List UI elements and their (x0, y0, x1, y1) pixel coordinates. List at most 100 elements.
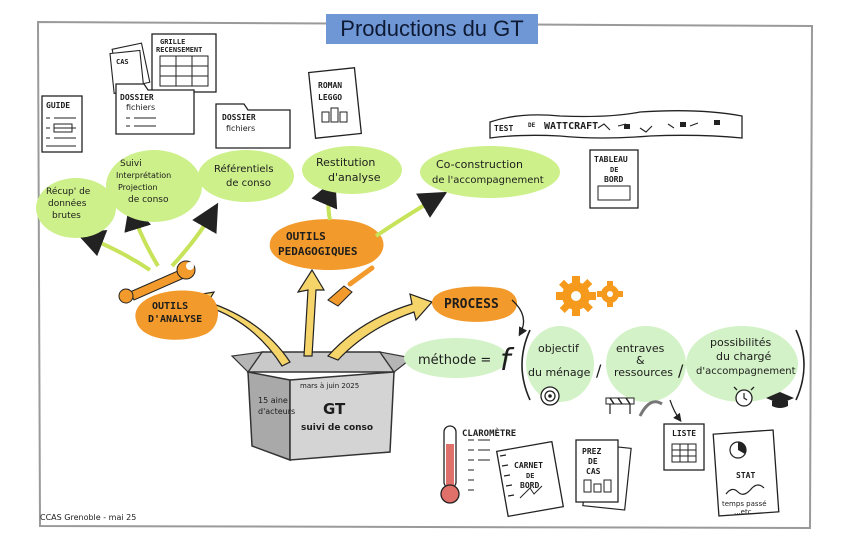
cas-label: CAS (116, 58, 129, 66)
gt-subtitle: suivi de conso (301, 423, 373, 433)
hub-analyse-bubble (135, 290, 218, 340)
liste-document (663, 423, 705, 471)
arrow-ped-to-coconstruction (374, 191, 448, 238)
bubble-coconstruction-line1: Co-construction (436, 158, 523, 171)
objectif-line1: objectif (538, 342, 580, 355)
arrow-analyse-to-referentiels (170, 202, 219, 268)
roman-label-2: LEGGO (318, 93, 342, 102)
gear-small-icon (597, 281, 623, 307)
hub-pedagogiques-line2: PEDAGOGIQUES (278, 245, 357, 258)
graduation-cap-icon (766, 392, 794, 408)
thermometer-icon (440, 425, 490, 504)
entraves-line3: ressources (614, 366, 673, 379)
dossier-folder-1 (115, 83, 195, 135)
bubble-suivi (106, 150, 202, 222)
methode-separator-1: / (596, 361, 602, 380)
target-icon (540, 386, 560, 406)
guide-label: GUIDE (46, 101, 70, 110)
bubble-recup-line1: Récup' de (46, 186, 91, 197)
prez-de-cas-document (575, 439, 632, 511)
prez-label-3: CAS (586, 467, 601, 476)
entraves-bubble (606, 326, 686, 402)
tableau-label-1: TABLEAU (594, 155, 628, 164)
gt-title: GT (323, 400, 346, 418)
methode-label: méthode = (418, 353, 491, 368)
grille-label-2: RECENSEMENT (156, 46, 202, 54)
bubble-recup (36, 178, 116, 238)
objectif-line2: du ménage (528, 366, 591, 379)
stat-note-2: ...etc (734, 508, 752, 516)
arrow-to-liste (669, 399, 682, 423)
grille-label-1: GRILLE (160, 38, 185, 46)
frame-border (36, 20, 814, 530)
gt-date: mars à juin 2025 (300, 382, 359, 390)
road-barrier-icon (605, 397, 663, 417)
test-de-label: DE (528, 122, 536, 129)
methode-open-paren (521, 329, 531, 401)
bubble-recup-line2: données (48, 198, 87, 209)
bubble-restitution (302, 146, 402, 194)
roman-label-1: ROMAN (318, 81, 342, 90)
entraves-line2: & (636, 354, 645, 367)
bubble-restitution-line1: Restitution (316, 156, 375, 169)
bubble-referentiels-line1: Référentiels (214, 163, 274, 175)
bubble-coconstruction-line2: de l'accompagnement (432, 175, 544, 186)
carnet-label-2: DE (526, 472, 534, 480)
signature: CCAS Grenoble - mai 25 (40, 513, 136, 522)
bubble-restitution-line2: d'analyse (328, 171, 381, 184)
carnet-label-3: BORD (520, 481, 539, 490)
hub-pedagogiques-bubble (269, 219, 384, 271)
clarometre-label: CLAROMÈTRE (462, 427, 516, 439)
grille-document (151, 33, 217, 93)
test-label: TEST (494, 124, 513, 133)
hub-analyse-line1: OUTILS (152, 301, 188, 312)
possibilites-bubble (686, 326, 798, 402)
dossier2-label-1: DOSSIER (222, 113, 256, 122)
bubble-suivi-line2: Interprétation (116, 170, 171, 180)
roman-leggo-document (307, 67, 363, 139)
prez-label-1: PREZ (582, 447, 601, 456)
arrow-process-to-methode (511, 299, 528, 337)
methode-separator-2: / (678, 361, 684, 380)
wattcraft-label: WATTCRAFT (544, 121, 598, 132)
bubble-referentiels (198, 150, 294, 202)
gt-side-note-1: 15 aine (258, 396, 288, 405)
stat-label: STAT (736, 471, 755, 480)
tableau-de-bord-document (589, 149, 639, 209)
cas-stack (109, 42, 151, 94)
hub-pedagogiques-line1: OUTILS (286, 230, 326, 243)
bubble-recup-line3: brutes (52, 211, 81, 221)
guide-document (41, 95, 83, 153)
wrench-icon (118, 260, 196, 304)
dossier2-label-2: fichiers (226, 124, 255, 133)
trowel-icon (327, 265, 375, 307)
liste-label: LISTE (672, 429, 696, 438)
objectif-bubble (526, 326, 594, 402)
entraves-line1: entraves (616, 342, 665, 355)
dossier-folder-2 (215, 103, 291, 149)
gear-large-icon (556, 276, 596, 316)
stat-note-1: temps passé (722, 500, 767, 508)
wattcraft-banner (489, 110, 743, 139)
methode-bubble (404, 338, 508, 378)
methode-f: f (500, 343, 515, 378)
gt-box (230, 351, 414, 462)
dossier1-label-1: DOSSIER (120, 93, 154, 102)
carnet-label-1: CARNET (514, 461, 543, 470)
arrow-box-to-pedagogiques (296, 268, 326, 357)
tableau-label-2: DE (610, 166, 618, 174)
bubble-suivi-line4: de conso (128, 195, 169, 205)
hub-process-bubble (431, 286, 518, 322)
methode-close-paren (795, 329, 805, 401)
bubble-suivi-line1: Suivi (120, 159, 142, 169)
prez-label-2: DE (588, 457, 598, 466)
bubble-coconstruction (420, 146, 560, 198)
possibilites-line3: d'accompagnement (696, 366, 796, 377)
stat-document (712, 429, 780, 517)
gt-side-note-2: d'acteurs (258, 407, 295, 416)
bubble-referentiels-line2: de conso (226, 178, 271, 189)
tableau-label-3: BORD (604, 175, 623, 184)
possibilites-line2: du chargé (716, 350, 772, 363)
